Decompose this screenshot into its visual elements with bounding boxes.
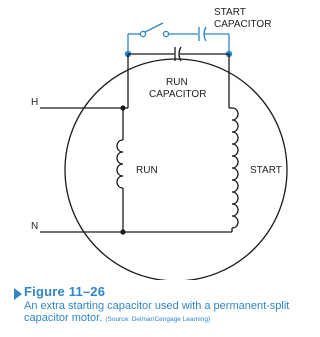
switch-contact-right <box>162 30 170 38</box>
caption-text: An extra starting capacitor used with a … <box>24 300 290 324</box>
caption-marker-icon <box>14 288 22 300</box>
start-winding-coil <box>231 107 239 229</box>
n-line-label: N <box>31 221 38 232</box>
run-winding-coil <box>116 139 124 189</box>
h-line-label: H <box>31 97 38 108</box>
start-winding-label: START <box>250 165 282 176</box>
start-switch-blade <box>144 22 164 33</box>
start-capacitor-label-line2: CAPACITOR <box>214 19 271 30</box>
caption-body: An extra starting capacitor used with a … <box>24 300 294 326</box>
run-winding-label: RUN <box>136 165 158 176</box>
start-capacitor-label-line1: START <box>214 7 246 18</box>
caption-source: (Source: Delmar/Cengage Learning) <box>105 316 211 323</box>
run-capacitor-label-line1: RUN <box>166 77 188 88</box>
junction-n <box>120 229 126 235</box>
run-capacitor-label-line2: CAPACITOR <box>149 89 206 100</box>
junction-h <box>120 105 126 111</box>
switch-contact-left <box>139 30 147 38</box>
figure-caption: Figure 11–26 An extra starting capacitor… <box>0 282 305 337</box>
figure-number: Figure 11–26 <box>24 284 106 299</box>
start-capacitor-circuit <box>124 22 233 58</box>
wiring-diagram: START CAPACITOR RUN CAPACITOR H N RUN ST… <box>31 7 288 280</box>
run-capacitor-plate-right <box>178 46 182 62</box>
motor-housing-circle <box>64 58 288 280</box>
main-circuit <box>40 46 239 233</box>
